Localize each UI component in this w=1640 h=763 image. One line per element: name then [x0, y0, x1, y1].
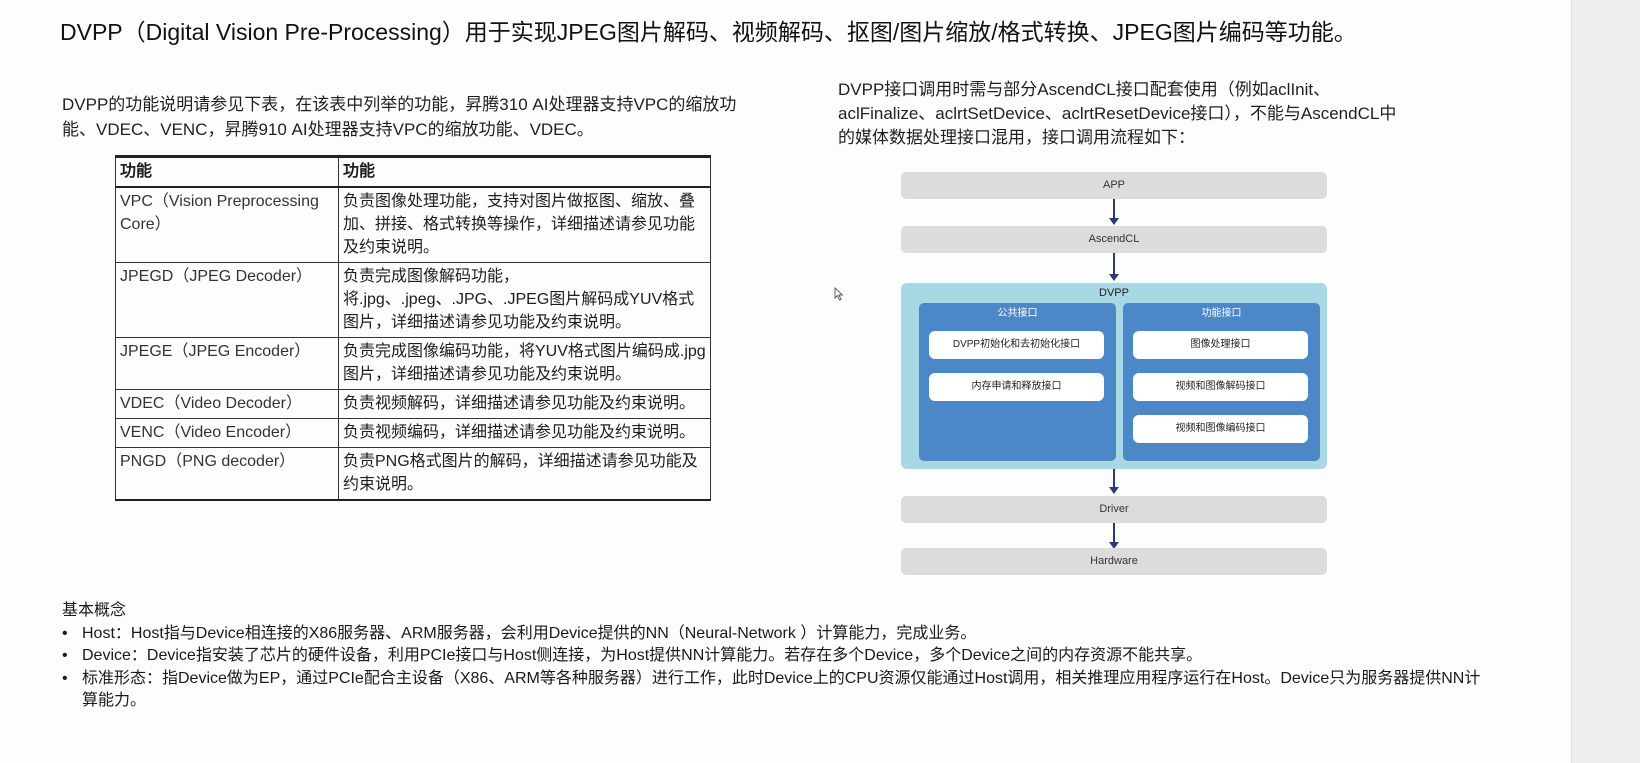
table-header-cell: 功能: [338, 155, 711, 188]
function-desc-cell: 负责视频编码，详细描述请参见功能及约束说明。: [338, 418, 711, 448]
scrollbar-area: [1571, 0, 1640, 763]
function-name-cell: VDEC（Video Decoder）: [115, 389, 339, 419]
concepts-list: • Host：Host指与Device相连接的X86服务器、ARM服务器，会利用…: [62, 623, 1492, 713]
function-desc-cell: 负责PNG格式图片的解码，详细描述请参见功能及约束说明。: [338, 447, 711, 501]
function-desc-cell: 负责图像处理功能，支持对图片做抠图、缩放、叠加、拼接、格式转换等操作，详细描述请…: [338, 186, 711, 263]
encode-interface: 视频和图像编码接口: [1133, 415, 1308, 443]
flow-arrow-icon: [1109, 469, 1119, 494]
public-interface-title: 公共接口: [997, 308, 1038, 319]
concept-text: Host：Host指与Device相连接的X86服务器、ARM服务器，会利用De…: [82, 624, 977, 642]
function-table: 功能 功能 VPC（Vision Preprocessing Core） 负责图…: [115, 155, 711, 501]
table-header-row: 功能 功能: [115, 155, 711, 188]
table-row: VPC（Vision Preprocessing Core） 负责图像处理功能，…: [115, 186, 711, 263]
function-desc-cell: 负责完成图像编码功能，将YUV格式图片编码成.jpg图片，详细描述请参见功能及约…: [338, 337, 711, 390]
mouse-cursor-icon: [834, 287, 844, 301]
list-item: • Device：Device指安装了芯片的硬件设备，利用PCIe接口与Host…: [62, 645, 1492, 668]
list-item: • Host：Host指与Device相连接的X86服务器、ARM服务器，会利用…: [62, 623, 1492, 646]
table-row: VENC（Video Encoder） 负责视频编码，详细描述请参见功能及约束说…: [115, 418, 711, 448]
function-name-cell: VENC（Video Encoder）: [115, 418, 339, 448]
public-interface-group: 公共接口 DVPP初始化和去初始化接口 内存申请和释放接口: [919, 303, 1116, 461]
image-processing-interface: 图像处理接口: [1133, 331, 1308, 359]
table-row: JPEGE（JPEG Encoder） 负责完成图像编码功能，将YUV格式图片编…: [115, 337, 711, 390]
intro-left-paragraph: DVPP的功能说明请参见下表，在该表中列举的功能，昇腾310 AI处理器支持VP…: [62, 95, 737, 139]
flow-arrow-icon: [1109, 523, 1119, 549]
flow-arrow-icon: [1109, 199, 1119, 225]
slide-title: DVPP（Digital Vision Pre-Processing）用于实现J…: [60, 19, 1357, 45]
function-desc-cell: 负责视频解码，详细描述请参见功能及约束说明。: [338, 389, 711, 419]
bullet-icon: •: [62, 647, 68, 664]
dvpp-layer-label: DVPP: [1099, 287, 1129, 299]
ascendcl-layer: AscendCL: [901, 226, 1327, 253]
dvpp-layer: DVPP 公共接口 DVPP初始化和去初始化接口 内存申请和释放接口 功能接口 …: [901, 283, 1327, 469]
init-deinit-interface: DVPP初始化和去初始化接口: [929, 331, 1104, 359]
table-header-cell: 功能: [115, 155, 339, 188]
function-name-cell: JPEGE（JPEG Encoder）: [115, 337, 339, 390]
dvpp-call-flow-diagram: APP AscendCL DVPP 公共接口 DVPP初始化和去初始化接口 内存…: [895, 168, 1335, 580]
list-item: • 标准形态：指Device做为EP，通过PCIe配合主设备（X86、ARM等各…: [62, 668, 1492, 713]
table-row: PNGD（PNG decoder） 负责PNG格式图片的解码，详细描述请参见功能…: [115, 447, 711, 501]
function-interface-title: 功能接口: [1201, 308, 1242, 319]
table-row: VDEC（Video Decoder） 负责视频解码，详细描述请参见功能及约束说…: [115, 389, 711, 419]
decode-interface: 视频和图像解码接口: [1133, 373, 1308, 401]
memory-interface: 内存申请和释放接口: [929, 373, 1104, 401]
function-name-cell: VPC（Vision Preprocessing Core）: [115, 186, 339, 263]
function-interface-group: 功能接口 图像处理接口 视频和图像解码接口 视频和图像编码接口: [1123, 303, 1320, 461]
app-layer: APP: [901, 172, 1327, 199]
concepts-heading: 基本概念: [62, 602, 127, 619]
bullet-icon: •: [62, 624, 68, 642]
driver-layer: Driver: [901, 496, 1327, 523]
function-desc-cell: 负责完成图像解码功能，将.jpg、.jpeg、.JPG、.JPEG图片解码成YU…: [338, 262, 711, 338]
function-name-cell: PNGD（PNG decoder）: [115, 447, 339, 501]
flow-arrow-icon: [1109, 253, 1119, 281]
concept-text: 标准形态：指Device做为EP，通过PCIe配合主设备（X86、ARM等各种服…: [82, 669, 1481, 710]
function-name-cell: JPEGD（JPEG Decoder）: [115, 262, 339, 338]
intro-right-paragraph: DVPP接口调用时需与部分AscendCL接口配套使用（例如aclInit、ac…: [838, 80, 1397, 147]
basic-concepts-section: 基本概念 • Host：Host指与Device相连接的X86服务器、ARM服务…: [62, 600, 1492, 713]
concept-text: Device：Device指安装了芯片的硬件设备，利用PCIe接口与Host侧连…: [82, 647, 1203, 664]
hardware-layer: Hardware: [901, 548, 1327, 575]
table-row: JPEGD（JPEG Decoder） 负责完成图像解码功能，将.jpg、.jp…: [115, 262, 711, 338]
bullet-icon: •: [62, 669, 68, 687]
